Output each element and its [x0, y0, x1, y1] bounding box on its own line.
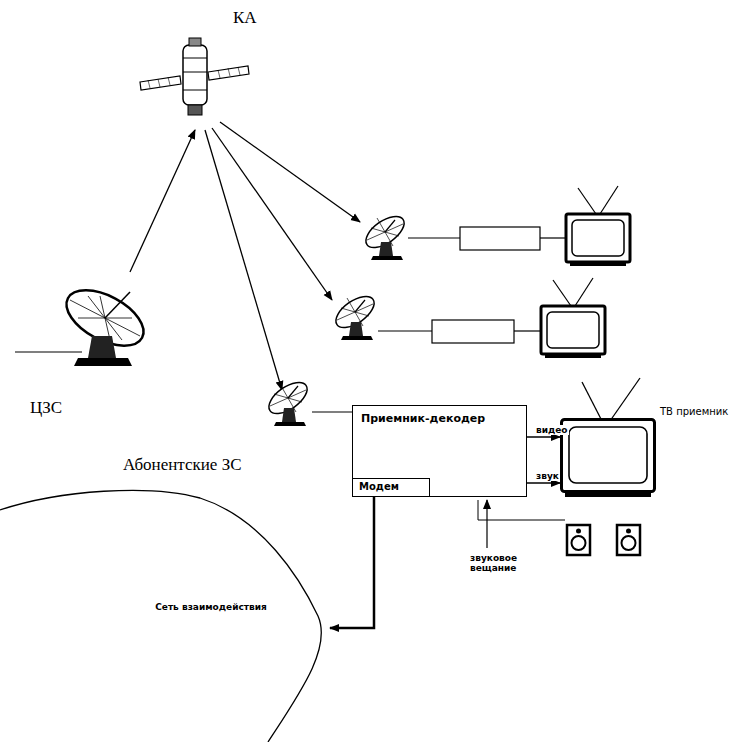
radio-links — [130, 122, 360, 390]
node-text: ТВ приемник — [660, 406, 728, 417]
tv-set-drawing — [560, 418, 656, 498]
satellite-label: КА — [233, 8, 257, 28]
connector — [527, 482, 560, 483]
edge-label: звук — [535, 471, 560, 481]
subscriber-2 — [331, 278, 605, 358]
central-dish — [15, 279, 152, 366]
node-text: Модем — [359, 481, 423, 492]
satellite — [140, 38, 249, 115]
cloud-outline — [0, 488, 330, 742]
decoder-box: Приемник-декодерМодем — [352, 405, 527, 497]
sound-label: звуковое вещание — [470, 553, 532, 574]
tv-receiver: ТВ приемник — [560, 418, 656, 498]
modem-box: Модем — [352, 478, 430, 497]
subscriber-label: Абонентские ЗС — [123, 455, 242, 475]
network-cloud: Сеть взаимодействия — [0, 488, 330, 742]
subscriber-3 — [264, 376, 352, 426]
edge-label: видео — [535, 425, 569, 435]
connector — [330, 497, 374, 628]
sound-broadcast — [478, 500, 640, 555]
node-text: Сеть взаимодействия — [150, 602, 272, 612]
node-text: Приемник-декодер — [361, 412, 518, 425]
connector — [527, 436, 560, 437]
station-label: ЦЗС — [30, 398, 62, 418]
subscriber-1 — [361, 186, 630, 266]
